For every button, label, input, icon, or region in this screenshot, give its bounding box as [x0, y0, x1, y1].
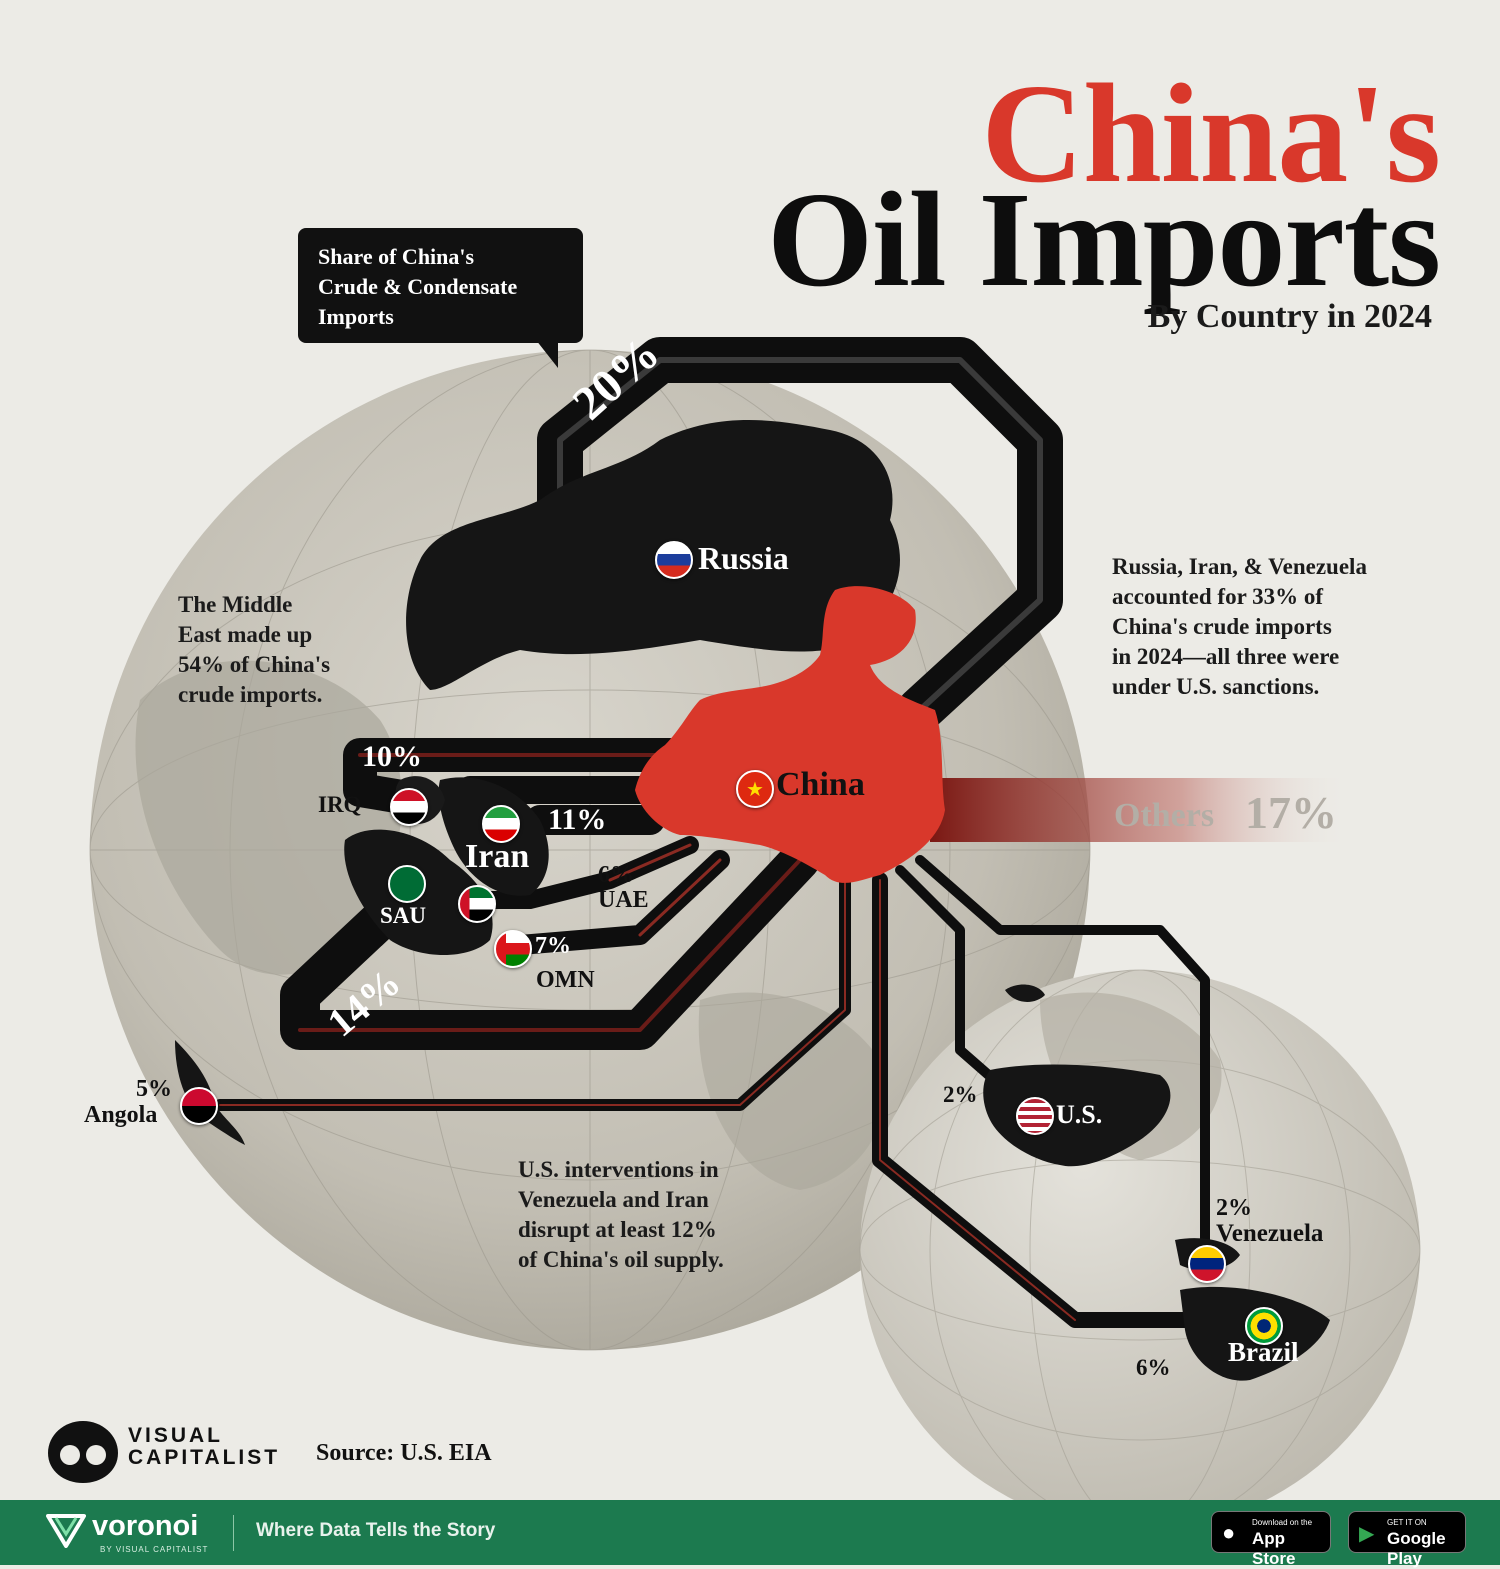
russia-flag-icon	[655, 541, 693, 579]
iraq-pct: 10%	[362, 740, 422, 773]
callout-line-2: Crude & Condensate	[318, 274, 518, 299]
google-play-small-text: GET IT ON	[1387, 1518, 1427, 1527]
others-label: Others	[1114, 797, 1215, 834]
iran-pct: 11%	[548, 803, 607, 836]
voronoi-brand-sub: BY VISUAL CAPITALIST	[100, 1545, 209, 1554]
note-line: East made up	[178, 622, 313, 647]
note-line: of China's oil supply.	[518, 1247, 724, 1272]
angola-label: Angola	[84, 1102, 158, 1128]
china-shape	[635, 586, 945, 883]
russia-label: Russia	[698, 540, 789, 576]
iraq-label: IRQ	[318, 792, 362, 817]
visual-capitalist-logo-icon	[48, 1421, 118, 1483]
venezuela-pct: 2%	[1216, 1195, 1252, 1221]
us-flag-icon	[1016, 1097, 1054, 1135]
legend-callout: Share of China's Crude & Condensate Impo…	[298, 228, 583, 343]
app-store-small-text: Download on the	[1252, 1518, 1313, 1527]
source-text: Source: U.S. EIA	[316, 1440, 492, 1466]
brazil-label: Brazil	[1228, 1337, 1299, 1367]
note-line: disrupt at least 12%	[518, 1217, 717, 1242]
app-store-button[interactable]: ● Download on the App Store	[1211, 1511, 1331, 1568]
footer-tagline: Where Data Tells the Story	[256, 1520, 496, 1541]
note-line: U.S. interventions in	[518, 1157, 719, 1182]
oman-pct: 7%	[535, 933, 571, 959]
note-line: China's crude imports	[1112, 614, 1332, 639]
venezuela-label: Venezuela	[1216, 1220, 1324, 1247]
note-sanctions: Russia, Iran, & Venezuela accounted for …	[1112, 552, 1367, 702]
note-line: accounted for 33% of	[1112, 584, 1324, 609]
saudi-label: SAU	[380, 903, 427, 928]
callout-tail	[536, 340, 558, 368]
oman-label: OMN	[536, 967, 595, 993]
others-pct: 17%	[1245, 787, 1337, 838]
note-line: under U.S. sanctions.	[1112, 674, 1320, 699]
iran-label: Iran	[465, 838, 530, 875]
google-play-icon: ▶	[1359, 1523, 1375, 1545]
note-line: The Middle	[178, 592, 293, 617]
title-line-1: China's	[981, 54, 1441, 212]
us-pct: 2%	[943, 1082, 978, 1107]
app-store-big-text: App Store	[1252, 1529, 1296, 1568]
uae-label: UAE	[598, 887, 649, 913]
callout-line-1: Share of China's	[318, 244, 475, 269]
note-middle-east: The Middle East made up 54% of China's c…	[178, 590, 330, 710]
note-line: in 2024—all three were	[1112, 644, 1340, 669]
title-line-2: Oil Imports	[767, 165, 1441, 315]
voronoi-brand[interactable]: voronoi	[92, 1510, 199, 1542]
note-line: 54% of China's	[178, 652, 331, 677]
china-label: China	[776, 766, 865, 803]
subtitle: By Country in 2024	[1147, 298, 1432, 335]
google-play-big-text: Google Play	[1387, 1529, 1446, 1568]
note-line: Russia, Iran, & Venezuela	[1112, 554, 1367, 579]
us-shape	[983, 1064, 1171, 1167]
note-line: crude imports.	[178, 682, 323, 707]
google-play-button[interactable]: ▶ GET IT ON Google Play	[1348, 1511, 1466, 1568]
note-line: Venezuela and Iran	[518, 1187, 709, 1212]
venezuela-flag-icon	[1188, 1245, 1226, 1283]
uae-flag-icon	[458, 885, 496, 923]
map-illustration	[89, 337, 1421, 1500]
vc-logo-line-1: VISUAL	[128, 1424, 224, 1447]
uae-pct: 6%	[598, 862, 634, 888]
callout-line-3: Imports	[318, 304, 394, 329]
apple-icon: ●	[1222, 1520, 1236, 1545]
oman-flag-icon	[494, 930, 532, 968]
russia-shape	[406, 420, 900, 690]
angola-pct: 5%	[136, 1076, 172, 1102]
saudi-flag-icon	[388, 865, 426, 903]
brazil-pct: 6%	[1136, 1355, 1171, 1380]
vc-logo-line-2: CAPITALIST	[128, 1446, 281, 1469]
iran-flag-icon	[482, 805, 520, 843]
brazil-flag-icon	[1245, 1307, 1283, 1345]
voronoi-logo-icon	[46, 1514, 86, 1548]
iraq-flag-icon	[390, 788, 428, 826]
angola-flag-icon	[180, 1087, 218, 1125]
china-flag-icon: ★	[736, 770, 774, 808]
us-label: U.S.	[1056, 1100, 1103, 1129]
note-interventions: U.S. interventions in Venezuela and Iran…	[518, 1155, 724, 1275]
footer-divider	[233, 1515, 234, 1551]
